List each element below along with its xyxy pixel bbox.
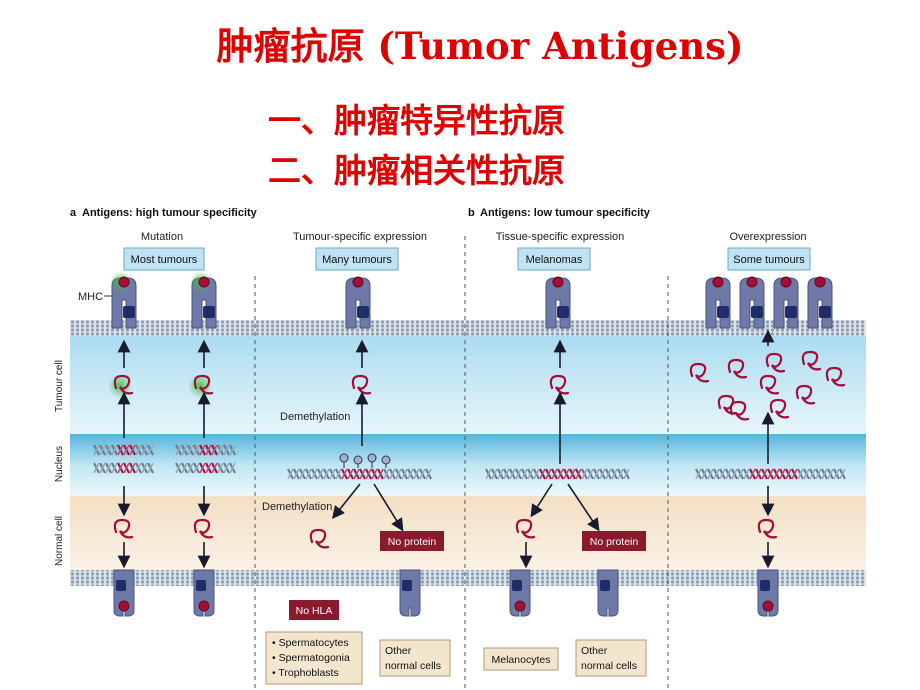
dna-strand xyxy=(695,468,846,480)
side-label-tumour-cell: Tumour cell xyxy=(54,360,65,412)
no-protein-box-1 xyxy=(380,531,444,551)
subtitle-tumor-associated-antigens: 二、肿瘤相关性抗原 xyxy=(268,151,565,190)
box-most-tumours xyxy=(123,247,205,271)
normal-cell-region xyxy=(70,496,866,574)
antigen-peptide xyxy=(727,358,748,379)
other-normal-cells-2-line1: Other xyxy=(581,645,608,657)
mhc-molecule xyxy=(190,271,217,329)
other-normal-cells-2-line2: normal cells xyxy=(581,660,637,672)
mhc-molecule xyxy=(739,276,765,329)
germ-cell-spermatogonia: • Spermatogonia xyxy=(272,652,350,664)
other-normal-cells-box-2 xyxy=(575,639,647,677)
no-protein-box-2 xyxy=(582,531,646,551)
arrow-down xyxy=(530,483,553,518)
antigen-peptide xyxy=(351,374,372,395)
box-most-tumours-label: Most tumours xyxy=(131,254,198,266)
slide-title: 肿瘤抗原 (Tumor Antigens) xyxy=(216,24,744,68)
no-hla-box xyxy=(289,600,339,620)
melanocytes-label: Melanocytes xyxy=(492,654,551,666)
tumour-membrane xyxy=(70,320,866,336)
box-some-tumours xyxy=(727,247,811,271)
antigen-peptide xyxy=(188,374,214,398)
no-hla-label: No HLA xyxy=(296,605,333,617)
mhc-molecule-normal xyxy=(193,569,215,617)
mhc-molecule xyxy=(773,276,799,329)
melanocytes-box xyxy=(483,647,559,671)
antigen-peptide xyxy=(549,374,570,395)
methyl-group xyxy=(339,453,349,463)
dna-strand xyxy=(93,462,154,474)
mhc-molecule-normal xyxy=(113,569,135,617)
no-protein-label-1: No protein xyxy=(388,536,437,548)
mhc-molecule xyxy=(110,271,137,329)
subtitle-tumor-specific-antigens: 一、肿瘤特异性抗原 xyxy=(268,101,565,140)
mhc-label: MHC xyxy=(78,291,103,303)
demethylation-label-tumour: Demethylation xyxy=(280,411,350,423)
mhc-molecule-normal xyxy=(597,569,619,617)
antigen-peptide xyxy=(795,384,816,405)
antigen-peptide xyxy=(759,374,780,395)
antigen-peptide xyxy=(825,366,846,387)
dna-strand xyxy=(287,468,432,480)
mhc-molecule-normal xyxy=(399,569,421,617)
antigen-peptide xyxy=(757,518,778,539)
box-melanomas-label: Melanomas xyxy=(526,254,583,266)
panel-b-title: Antigens: low tumour specificity xyxy=(480,207,651,219)
antigen-peptide xyxy=(309,528,330,549)
antigen-peptide xyxy=(729,400,750,421)
side-label-nucleus: Nucleus xyxy=(54,446,65,482)
dna-strand xyxy=(175,444,236,456)
dna-strand xyxy=(93,444,154,456)
antigen-peptide xyxy=(193,518,214,539)
dna-strand xyxy=(175,462,236,474)
mhc-molecule xyxy=(705,276,731,329)
other-normal-cells-1-line2: normal cells xyxy=(385,660,441,672)
box-some-tumours-label: Some tumours xyxy=(733,254,805,266)
methyl-group xyxy=(381,455,391,465)
mhc-molecule xyxy=(545,276,571,329)
demethylation-label-normal: Demethylation xyxy=(262,501,332,513)
other-normal-cells-box-1 xyxy=(379,639,451,677)
antigen-peptide xyxy=(765,352,786,373)
arrow-down xyxy=(373,483,404,532)
methyl-group xyxy=(353,455,363,465)
other-normal-cells-1-line1: Other xyxy=(385,645,412,657)
mhc-molecule xyxy=(345,276,371,329)
germ-cells-box xyxy=(265,631,363,685)
header-tumour-specific: Tumour-specific expression xyxy=(293,231,427,243)
panel-b-letter: b xyxy=(468,207,475,219)
antigen-peptide xyxy=(113,518,134,539)
no-protein-label-2: No protein xyxy=(590,536,639,548)
header-mutation: Mutation xyxy=(141,231,183,243)
side-label-normal-cell: Normal cell xyxy=(54,516,65,566)
panel-a-title: Antigens: high tumour specificity xyxy=(82,207,258,219)
normal-membrane xyxy=(70,570,866,586)
header-tissue-specific: Tissue-specific expression xyxy=(496,231,625,243)
header-overexpression: Overexpression xyxy=(729,231,806,243)
arrow-down xyxy=(567,483,600,532)
antigen-peptide xyxy=(689,362,710,383)
mhc-molecule xyxy=(807,276,833,329)
box-many-tumours xyxy=(315,247,399,271)
panel-a-letter: a xyxy=(70,207,77,219)
antigen-peptide xyxy=(515,518,536,539)
germ-cell-spermatocytes: • Spermatocytes xyxy=(272,637,349,649)
tumor-antigen-figure: a Antigens: high tumour specificity b An… xyxy=(40,196,866,690)
germ-cell-trophoblasts: • Trophoblasts xyxy=(272,667,339,679)
methyl-group xyxy=(367,453,377,463)
dna-strand xyxy=(485,468,630,480)
antigen-peptide xyxy=(108,374,134,398)
box-many-tumours-label: Many tumours xyxy=(322,254,392,266)
nucleus-region xyxy=(70,434,866,496)
antigen-peptide xyxy=(769,398,790,419)
mhc-molecule-normal xyxy=(757,569,779,617)
antigen-peptide xyxy=(801,350,822,371)
arrow-down xyxy=(332,483,361,519)
box-melanomas xyxy=(517,247,591,271)
mhc-molecule-normal xyxy=(509,569,531,617)
